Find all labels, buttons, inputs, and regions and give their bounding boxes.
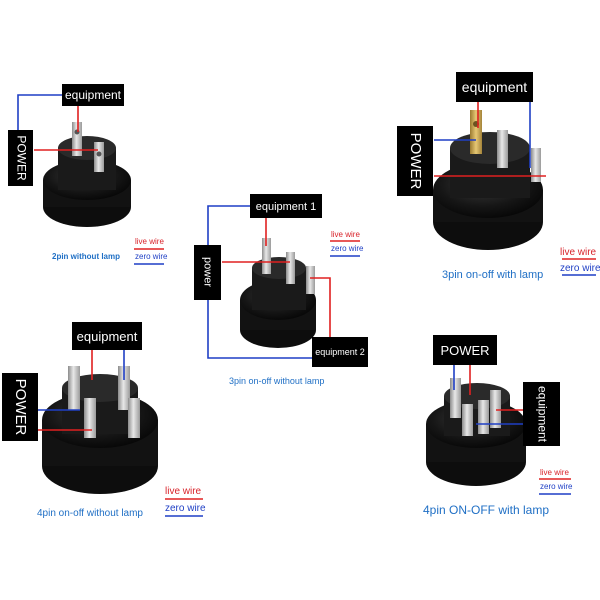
svg-text:zero wire: zero wire — [331, 244, 364, 253]
svg-text:POWER: POWER — [14, 135, 28, 181]
svg-text:live wire: live wire — [540, 468, 569, 477]
power-label: POWER — [397, 126, 433, 196]
wire-legend: live wire zero wire — [134, 237, 168, 265]
diagram-4pin-with-lamp: POWER equipment 4pin ON-OFF with lamp li… — [423, 335, 573, 517]
svg-text:zero wire: zero wire — [560, 263, 600, 274]
wire-legend: live wire zero wire — [560, 247, 600, 276]
svg-text:POWER: POWER — [407, 133, 424, 190]
switch-body — [42, 366, 158, 494]
svg-text:equipment 1: equipment 1 — [256, 201, 317, 213]
diagram-3pin-without-lamp: equipment 1 equipment 2 power 3pin on-of… — [194, 194, 368, 386]
svg-text:equipment: equipment — [462, 79, 527, 95]
equipment-label: equipment — [72, 322, 142, 350]
svg-text:live wire: live wire — [560, 247, 597, 258]
wiring — [453, 365, 523, 425]
svg-text:POWER: POWER — [440, 343, 489, 358]
switch-body — [240, 238, 316, 348]
wiring — [434, 102, 546, 177]
svg-text:equipment: equipment — [535, 386, 549, 443]
wire-legend: live wire zero wire — [165, 486, 206, 517]
power-label: POWER — [2, 373, 38, 441]
diagram-4pin-without-lamp: equipment POWER 4pin on-off without lamp… — [2, 322, 206, 519]
equipment-label: equipment — [456, 72, 533, 102]
power-label: power — [194, 245, 221, 300]
caption: 4pin ON-OFF with lamp — [423, 503, 549, 517]
equipment-label: equipment — [62, 84, 124, 106]
svg-text:equipment 2: equipment 2 — [315, 347, 365, 357]
svg-text:zero wire: zero wire — [135, 252, 168, 261]
svg-text:equipment: equipment — [77, 329, 138, 344]
svg-text:live wire: live wire — [165, 486, 202, 497]
equipment-label: equipment — [523, 382, 560, 446]
caption: 3pin on-off without lamp — [229, 376, 324, 386]
switch-body — [43, 122, 131, 227]
switch-body — [426, 378, 526, 486]
wire-legend: live wire zero wire — [330, 230, 364, 257]
svg-text:POWER: POWER — [12, 379, 29, 436]
caption: 2pin without lamp — [52, 252, 120, 261]
wire-legend: live wire zero wire — [539, 468, 573, 495]
equipment-1-label: equipment 1 — [250, 194, 322, 218]
wiring — [38, 350, 125, 431]
switch-body — [433, 110, 543, 250]
power-label: POWER — [8, 130, 33, 186]
diagram-2pin-without-lamp: equipment POWER 2pin without lamp live w… — [8, 84, 168, 265]
diagram-3pin-with-lamp: equipment POWER 3pin on-off with lamp li… — [397, 72, 600, 281]
svg-text:live wire: live wire — [331, 230, 360, 239]
svg-text:live wire: live wire — [135, 237, 164, 246]
equipment-2-label: equipment 2 — [312, 337, 368, 367]
caption: 3pin on-off with lamp — [442, 269, 543, 281]
svg-text:equipment: equipment — [65, 88, 122, 102]
wiring — [17, 94, 98, 151]
caption: 4pin on-off without lamp — [37, 508, 143, 519]
svg-text:zero wire: zero wire — [540, 482, 573, 491]
power-label: POWER — [433, 335, 497, 365]
svg-text:power: power — [202, 257, 214, 287]
svg-text:zero wire: zero wire — [165, 503, 206, 514]
